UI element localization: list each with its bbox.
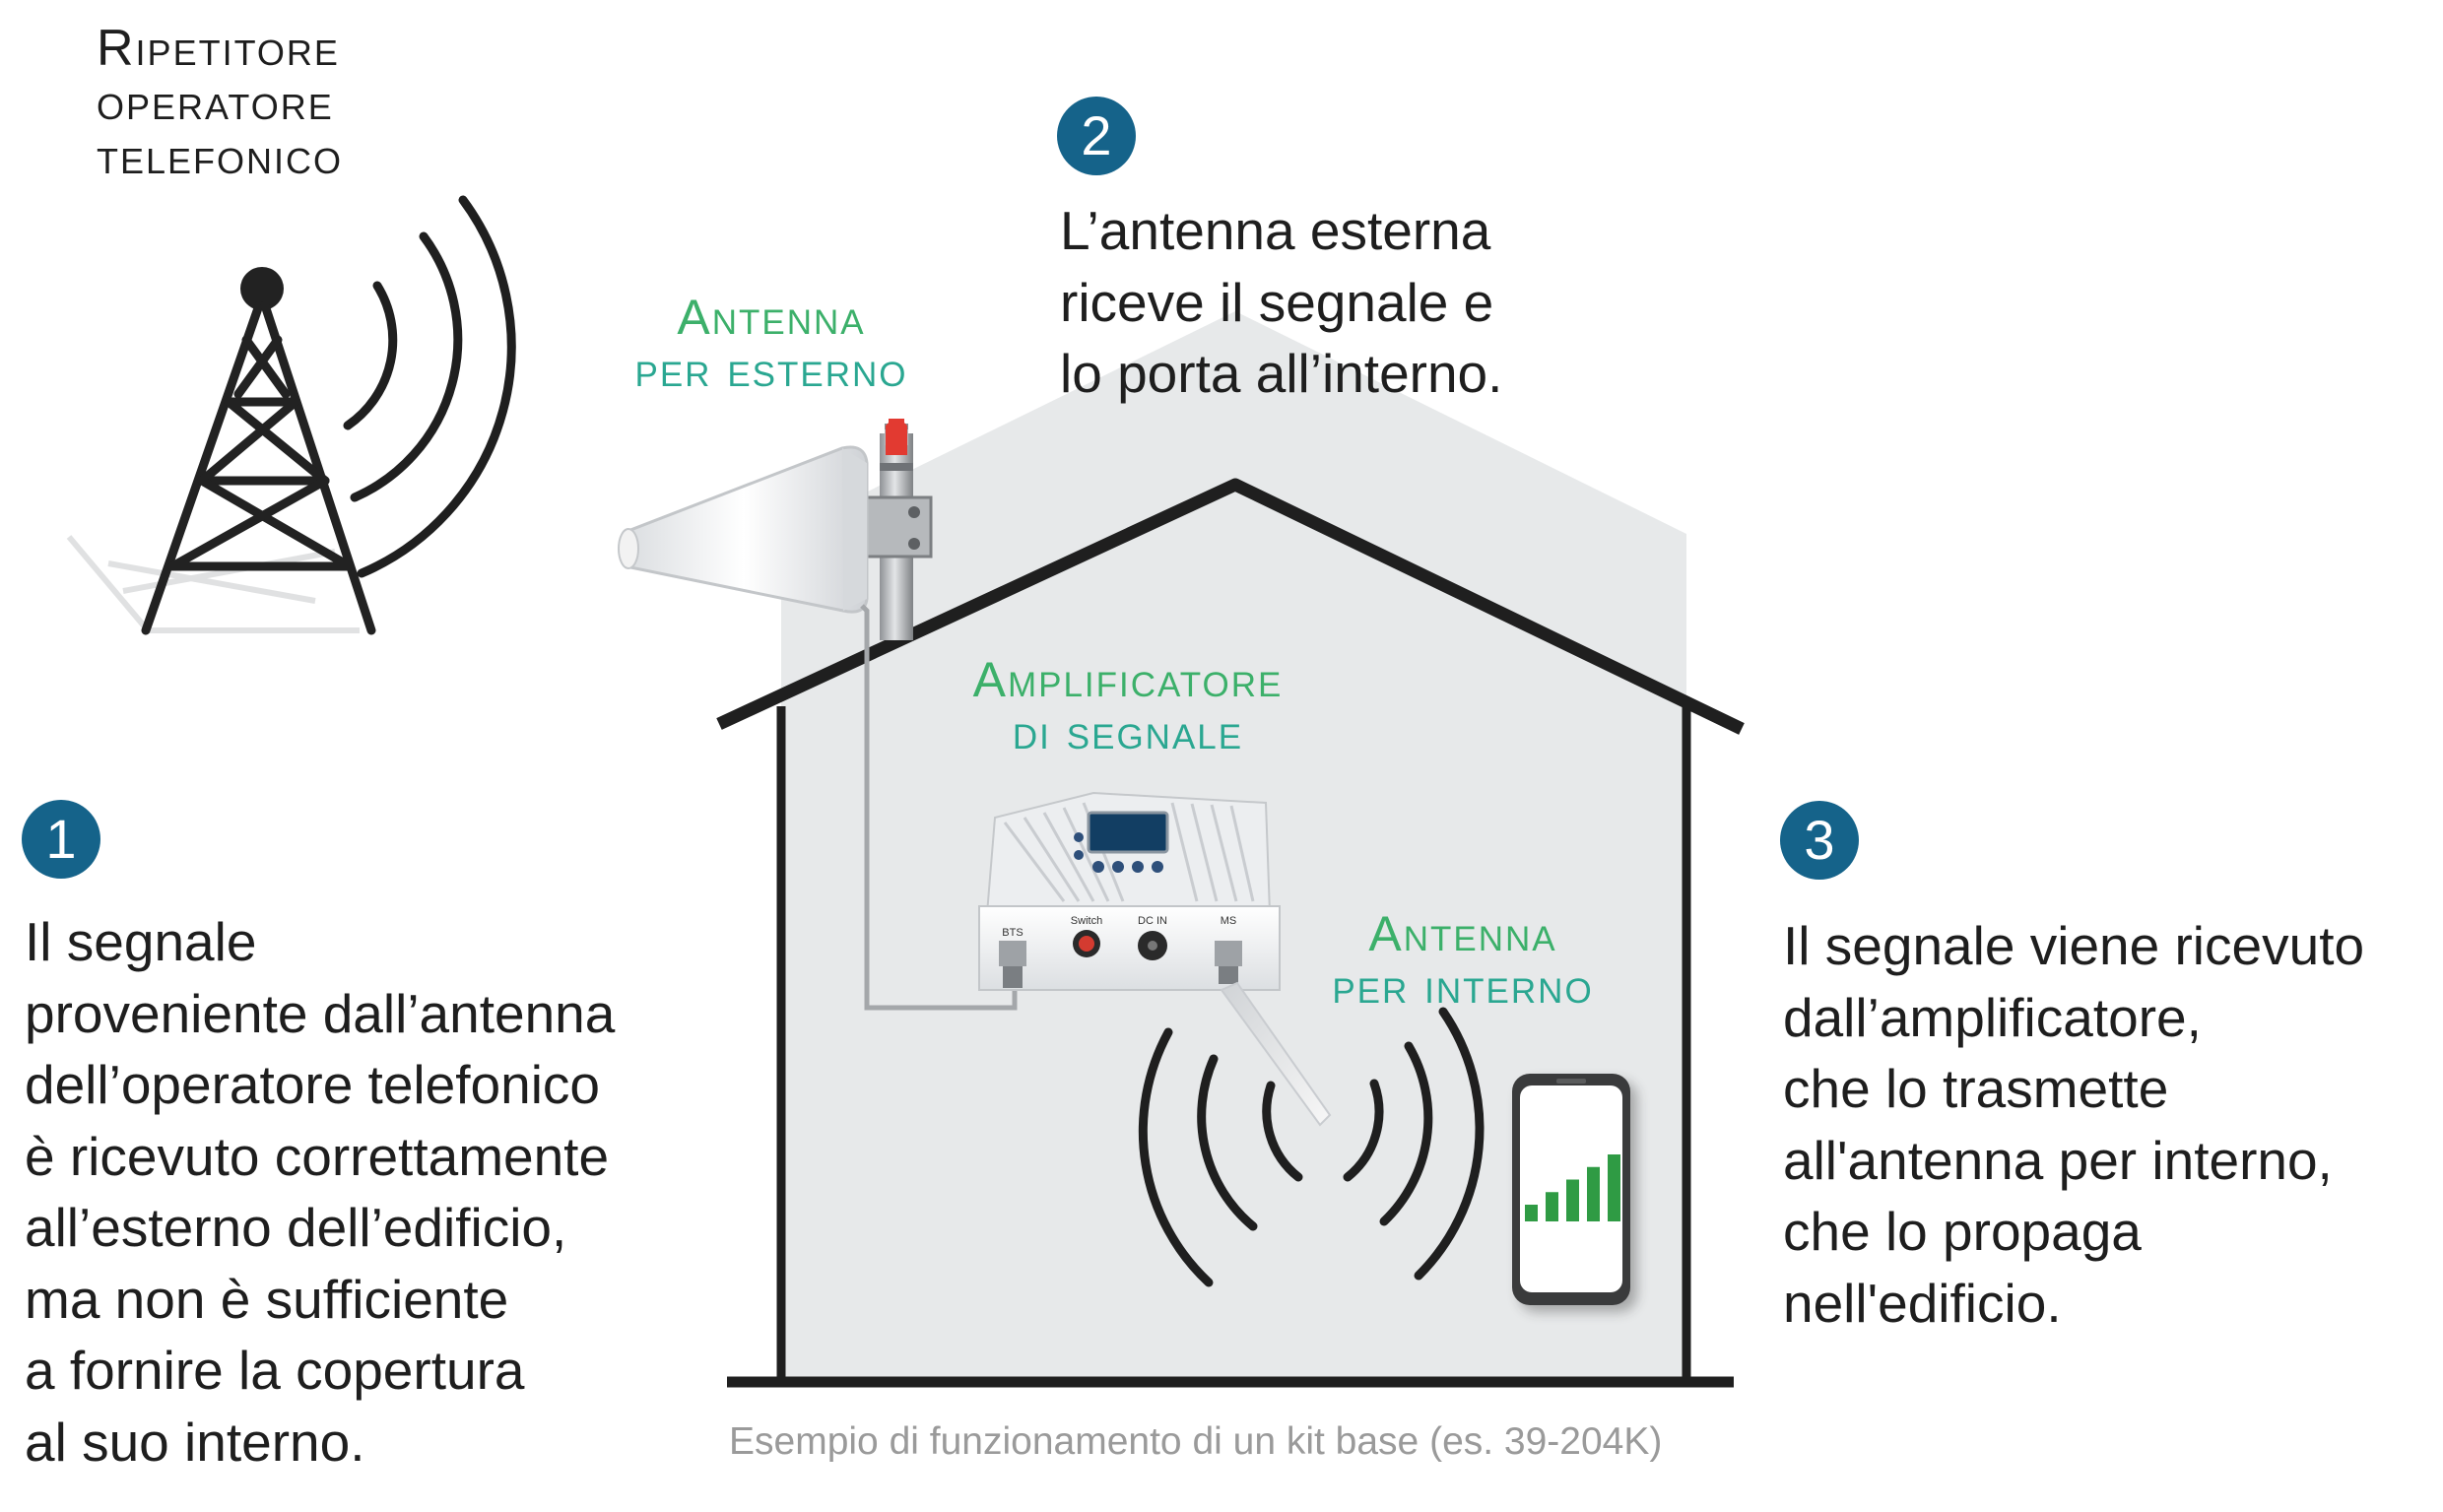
tower-label-line: operatore bbox=[97, 74, 334, 132]
step-1-text: Il segnale proveniente dall’antenna dell… bbox=[25, 906, 615, 1478]
amplifier-label-line: di segnale bbox=[1012, 704, 1244, 759]
amplifier-label: Amplificatore di segnale bbox=[921, 654, 1335, 758]
amplifier-icon: BTS Switch DC IN MS bbox=[978, 791, 1281, 991]
smartphone-icon bbox=[1512, 1074, 1637, 1312]
step-text-line: Il segnale bbox=[25, 911, 257, 972]
step-text-line: all'antenna per interno, bbox=[1783, 1129, 2333, 1191]
step-text-line: che lo propaga bbox=[1783, 1201, 2142, 1262]
step-text-line: Il segnale viene ricevuto bbox=[1783, 915, 2365, 976]
step-2-text: L’antenna esterna riceve il segnale e lo… bbox=[1060, 195, 1502, 410]
tower-label-line: Ripetitore bbox=[97, 20, 340, 77]
indoor-antenna-label-line: Antenna bbox=[1368, 906, 1557, 961]
step-text-line: a fornire la copertura bbox=[25, 1340, 525, 1401]
amplifier-label-line: Amplificatore bbox=[972, 652, 1284, 707]
phone-signal-bar bbox=[1608, 1154, 1620, 1221]
step-2-badge: 2 bbox=[1057, 97, 1136, 175]
step-text-line: dell’operatore telefonico bbox=[25, 1054, 600, 1115]
step-text-line: dall’amplificatore, bbox=[1783, 986, 2202, 1048]
amplifier-port-dc-in: DC IN bbox=[1138, 915, 1167, 927]
antenna-cable bbox=[860, 604, 1018, 1011]
step-text-line: nell'edificio. bbox=[1783, 1272, 2062, 1334]
tower-label-line: telefonico bbox=[97, 128, 344, 186]
amplifier-port-ms: MS bbox=[1221, 915, 1237, 927]
outdoor-antenna-label: Antenna per esterno bbox=[594, 292, 949, 396]
outdoor-antenna-label-line: per esterno bbox=[634, 342, 908, 397]
tower-label: Ripetitore operatore telefonico bbox=[97, 20, 344, 186]
step-3-text: Il segnale viene ricevuto dall’amplifica… bbox=[1783, 910, 2364, 1339]
phone-signal-bars bbox=[1525, 1154, 1620, 1221]
phone-signal-bar bbox=[1525, 1205, 1538, 1221]
cell-tower-icon bbox=[141, 267, 376, 635]
step-1-badge: 1 bbox=[22, 800, 100, 879]
caption: Esempio di funzionamento di un kit base … bbox=[729, 1420, 1663, 1463]
indoor-antenna-label-line: per interno bbox=[1332, 958, 1594, 1014]
step-3-badge: 3 bbox=[1780, 801, 1859, 880]
outdoor-antenna-label-line: Antenna bbox=[677, 290, 866, 345]
step-text-line: al suo interno. bbox=[25, 1411, 365, 1473]
step-text-line: lo porta all’interno. bbox=[1060, 343, 1503, 404]
step-text-line: ma non è sufficiente bbox=[25, 1268, 509, 1330]
phone-signal-bar bbox=[1566, 1179, 1579, 1221]
antenna-icon bbox=[618, 419, 933, 640]
step-text-line: è ricevuto correttamente bbox=[25, 1125, 610, 1187]
phone-signal-bar bbox=[1546, 1192, 1558, 1221]
signal-wave-icon bbox=[343, 195, 516, 578]
amplifier-port-switch: Switch bbox=[1071, 915, 1102, 927]
indoor-antenna-label: Antenna per interno bbox=[1281, 908, 1645, 1013]
phone-signal-bar bbox=[1587, 1166, 1600, 1221]
indoor-signal-wave-icon bbox=[1138, 1007, 1485, 1287]
amplifier-port-bts: BTS bbox=[1002, 927, 1023, 939]
step-text-line: L’antenna esterna bbox=[1060, 200, 1491, 261]
step-text-line: proveniente dall’antenna bbox=[25, 982, 616, 1044]
step-text-line: che lo trasmette bbox=[1783, 1058, 2169, 1119]
step-text-line: all’esterno dell’edificio, bbox=[25, 1197, 567, 1258]
indoor-antenna-icon bbox=[1220, 981, 1332, 1127]
step-text-line: riceve il segnale e bbox=[1060, 271, 1494, 333]
house-roof bbox=[716, 478, 1745, 735]
